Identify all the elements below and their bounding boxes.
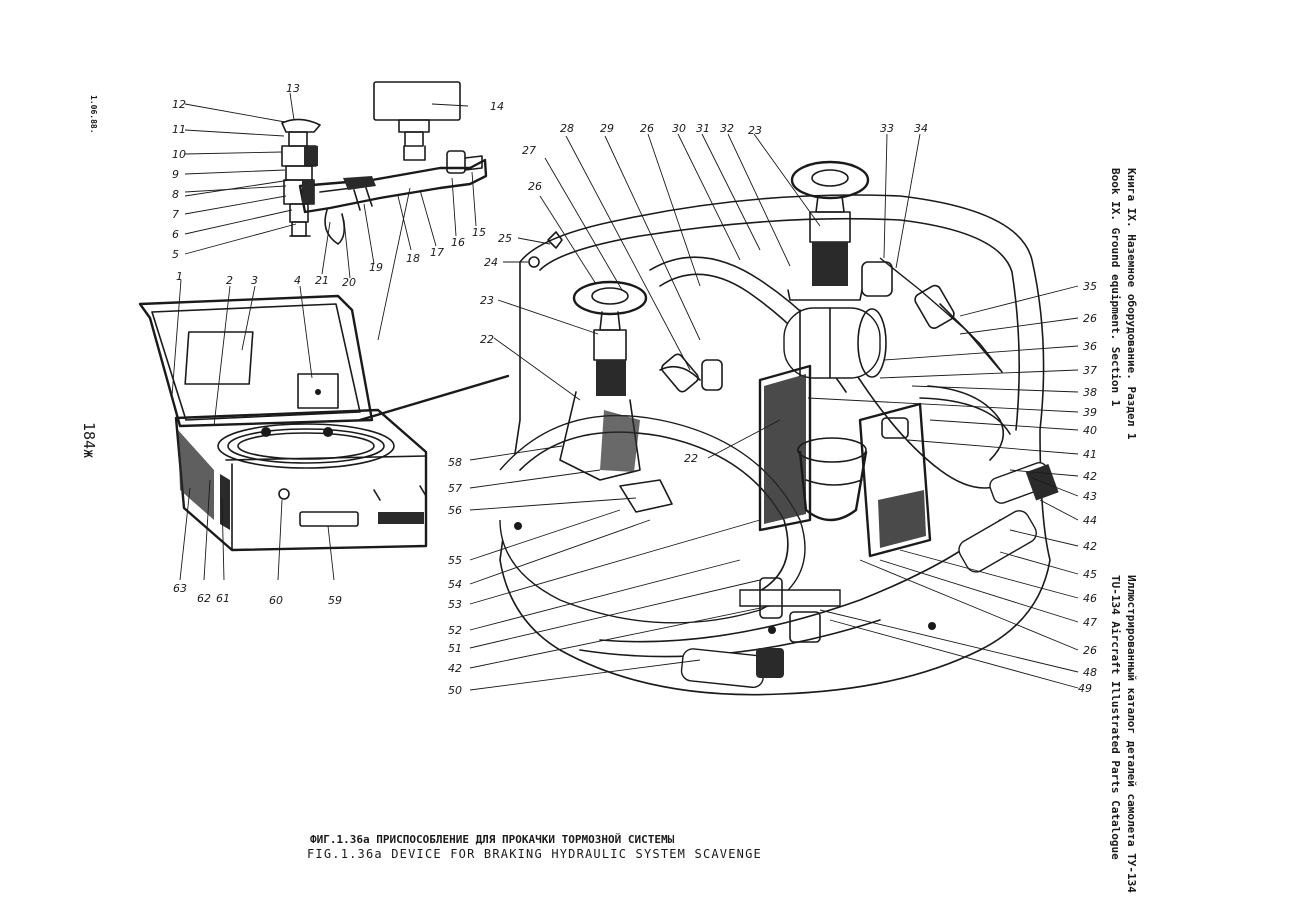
callout-26-left: 26 [528, 180, 542, 193]
callout-22-left: 22 [480, 333, 494, 346]
callout-44: 44 [1083, 514, 1097, 527]
callout-6: 6 [172, 228, 179, 241]
callout-26-bottom: 26 [1083, 644, 1097, 657]
callout-20: 20 [342, 276, 356, 289]
leader-lines [171, 92, 1079, 691]
callout-62: 62 [197, 592, 211, 605]
callout-15: 15 [472, 226, 486, 239]
callout-58: 58 [448, 456, 462, 469]
callout-42-right-b: 42 [1083, 540, 1097, 553]
callout-3: 3 [251, 274, 258, 287]
callout-49: 49 [1078, 682, 1092, 695]
callout-42-right-a: 42 [1083, 470, 1097, 483]
catalogue-header-block: Иллюстрированный каталог деталей самолет… [1109, 575, 1138, 893]
callout-46: 46 [1083, 592, 1097, 605]
valve-assembly-drawing [281, 81, 488, 341]
callout-14: 14 [490, 100, 504, 113]
book-header-block: Книга IX. Наземное оборудование. Раздел … [1109, 168, 1138, 440]
caption-en: FIG.1.36a DEVICE FOR BRAKING HYDRAULIC S… [307, 847, 762, 861]
catalogue-title-ru: Иллюстрированный каталог деталей самолет… [1125, 575, 1138, 893]
caption-ru: ФИГ.1.36а ПРИСПОСОБЛЕНИЕ ДЛЯ ПРОКАЧКИ ТО… [310, 833, 675, 846]
callout-1: 1 [176, 270, 183, 283]
callout-13: 13 [286, 82, 300, 95]
callout-23-left: 23 [480, 294, 494, 307]
callout-34: 34 [914, 122, 928, 135]
callout-52: 52 [448, 624, 462, 637]
callout-21: 21 [315, 274, 329, 287]
callout-26-top: 26 [640, 122, 654, 135]
callout-27: 27 [522, 144, 536, 157]
callout-4: 4 [294, 274, 301, 287]
callout-24: 24 [484, 256, 498, 269]
callout-labels: 12 13 11 10 9 8 7 6 5 14 15 16 17 18 19 … [172, 82, 1097, 697]
callout-40: 40 [1083, 424, 1097, 437]
page-number: 184ж [80, 422, 98, 458]
callout-7: 7 [172, 208, 179, 221]
callout-28: 28 [560, 122, 574, 135]
callout-37: 37 [1083, 364, 1097, 377]
callout-39: 39 [1083, 406, 1097, 419]
callout-8: 8 [172, 188, 179, 201]
callout-29: 29 [600, 122, 614, 135]
callout-23-top: 23 [748, 124, 762, 137]
callout-2: 2 [226, 274, 233, 287]
callout-60: 60 [269, 594, 283, 607]
callout-17: 17 [430, 246, 444, 259]
callout-57: 57 [448, 482, 462, 495]
revision-date: 1.06.88. [89, 95, 98, 134]
book-title-ru: Книга IX. Наземное оборудование. Раздел … [1125, 168, 1138, 440]
callout-36: 36 [1083, 340, 1097, 353]
callout-9: 9 [172, 168, 179, 181]
callout-55: 55 [448, 554, 462, 567]
callout-33: 33 [880, 122, 894, 135]
callout-59: 59 [328, 594, 342, 607]
callout-42-left: 42 [448, 662, 462, 675]
callout-11: 11 [172, 123, 186, 136]
callout-18: 18 [406, 252, 420, 265]
callout-54: 54 [448, 578, 462, 591]
book-title-en: Book IX. Ground equipment. Section 1 [1109, 168, 1122, 407]
main-assembly-drawing [499, 160, 1059, 696]
callout-30: 30 [672, 122, 686, 135]
callout-19: 19 [369, 261, 383, 274]
callout-63: 63 [173, 582, 187, 595]
callout-56: 56 [448, 504, 462, 517]
callout-12: 12 [172, 98, 186, 111]
callout-35: 35 [1083, 280, 1097, 293]
callout-61: 61 [216, 592, 230, 605]
callout-47: 47 [1083, 616, 1097, 629]
callout-5: 5 [172, 248, 179, 261]
callout-41: 41 [1083, 448, 1097, 461]
callout-53: 53 [448, 598, 462, 611]
callout-38: 38 [1083, 386, 1097, 399]
callout-10: 10 [172, 148, 186, 161]
callout-45: 45 [1083, 568, 1097, 581]
callout-25: 25 [498, 232, 512, 245]
catalogue-title-en: TU-134 Aircraft Illustrated Parts Catalo… [1109, 575, 1122, 860]
callout-16: 16 [451, 236, 465, 249]
callout-31: 31 [696, 122, 710, 135]
callout-22-center: 22 [684, 452, 698, 465]
carrying-case-drawing [138, 294, 510, 552]
callout-43: 43 [1083, 490, 1097, 503]
callout-50: 50 [448, 684, 462, 697]
callout-48: 48 [1083, 666, 1097, 679]
callout-26-right: 26 [1083, 312, 1097, 325]
callout-32: 32 [720, 122, 734, 135]
callout-51: 51 [448, 642, 462, 655]
